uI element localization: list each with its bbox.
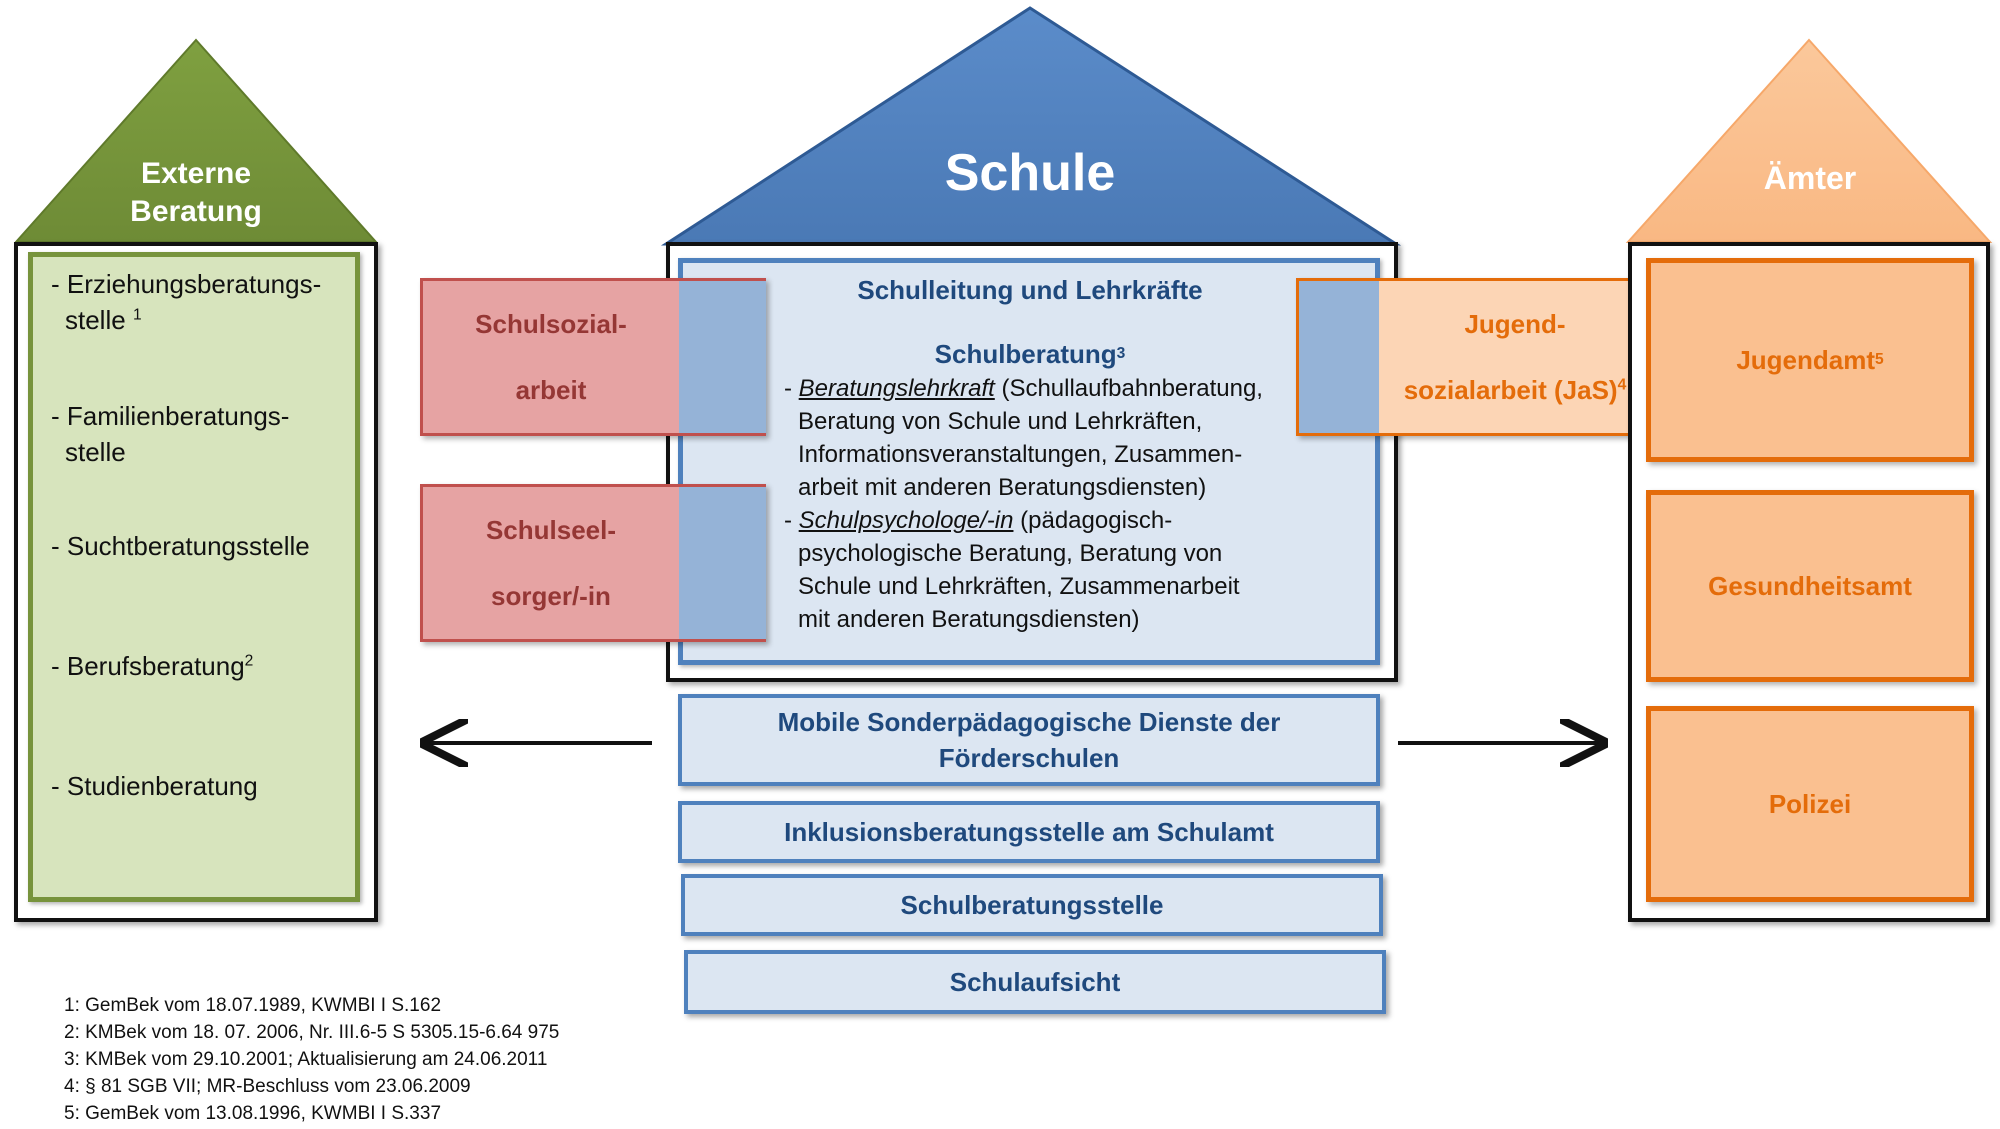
box-label-line: sozialarbeit (JaS) — [1403, 375, 1618, 405]
schulaufsicht-bar: Schulaufsicht — [684, 950, 1386, 1014]
item-bullet: - — [784, 375, 799, 402]
right-roof — [1625, 38, 1993, 243]
schulseelsorger-box: Schulseel- sorger/-in — [420, 484, 766, 642]
item-bullet: - — [784, 507, 799, 534]
item-text: mit anderen Beratungsdiensten) — [798, 606, 1140, 633]
amt-label: Jugendamt — [1736, 344, 1875, 375]
footnotes: 1: GemBek vom 18.07.1989, KWMBI I S.162 … — [64, 992, 559, 1127]
box-label-line: Schulsozial- — [475, 309, 627, 339]
footnote-ref: 2 — [244, 652, 254, 670]
center-roof — [660, 6, 1402, 246]
box-label-line: Jugend- — [1464, 309, 1566, 339]
list-item-berufsberatung: - Berufsberatung2 — [51, 648, 253, 684]
list-item-text: - Familienberatungs- — [51, 401, 290, 431]
list-item-text: stelle — [65, 437, 126, 467]
bar-label-line: Mobile Sonderpädagogische Dienste der — [777, 707, 1281, 737]
item-term: Beratungslehrkraft — [798, 375, 995, 402]
bar-label-line: Förderschulen — [938, 743, 1120, 773]
list-item-text: - Erziehungsberatungs- — [51, 269, 322, 299]
overlap-strip — [679, 487, 766, 639]
center-roof-title: Schule — [944, 143, 1116, 202]
list-item-text: - Berufsberatung — [51, 651, 245, 681]
footnote-ref: 4 — [1617, 376, 1627, 394]
list-item-text: - Suchtberatungsstelle — [51, 531, 310, 561]
item-text: psychologische Beratung, Beratung von — [798, 540, 1223, 567]
schulsozialarbeit-box: Schulsozial- arbeit — [420, 278, 766, 436]
footnote: 3: KMBek vom 29.10.2001; Aktualisierung … — [64, 1049, 548, 1070]
item-text: Beratung von Schule und Lehrkräften, — [798, 408, 1203, 435]
left-house-panel — [28, 252, 360, 902]
list-item-text: - Studienberatung — [51, 771, 258, 801]
item-text: (pädagogisch- — [1013, 507, 1173, 534]
bar-label: Schulaufsicht — [949, 966, 1121, 997]
overlap-strip — [679, 281, 766, 433]
bar-label: Schulberatungsstelle — [900, 889, 1164, 920]
schulsozialarbeit-label: Schulsozial- arbeit — [423, 281, 679, 433]
footnote: 1: GemBek vom 18.07.1989, KWMBI I S.162 — [64, 995, 442, 1016]
schulseelsorger-label: Schulseel- sorger/-in — [423, 487, 679, 639]
right-roof-title: Ämter — [1763, 160, 1857, 196]
box-label-line: arbeit — [515, 375, 587, 405]
item-text: arbeit mit anderen Beratungsdiensten) — [798, 474, 1207, 501]
polizei-box: Polizei — [1646, 706, 1974, 902]
center-subheading-text: Schulberatung — [934, 338, 1117, 369]
item-text: Informationsveranstaltungen, Zusammen- — [798, 441, 1243, 468]
inklusionsberatungsstelle-bar: Inklusionsberatungsstelle am Schulamt — [678, 801, 1380, 863]
list-item-familienberatung: - Familienberatungs- stelle — [51, 398, 289, 470]
bar-label: Inklusionsberatungsstelle am Schulamt — [784, 816, 1274, 847]
item-text: (Schullaufbahnberatung, — [994, 375, 1263, 402]
box-label-line: Schulseel- — [485, 515, 617, 545]
left-roof-title: Externe Beratung — [96, 155, 296, 230]
footnote: 4: § 81 SGB VII; MR-Beschluss vom 23.06.… — [64, 1076, 471, 1097]
list-item-erziehungsberatung: - Erziehungsberatungs- stelle 1 — [51, 266, 321, 338]
footnote: 2: KMBek vom 18. 07. 2006, Nr. III.6-5 S… — [64, 1022, 560, 1043]
list-item-studienberatung: - Studienberatung — [51, 768, 258, 804]
item-text: Schule und Lehrkräften, Zusammenarbeit — [798, 573, 1240, 600]
item-term: Schulpsychologe/-in — [798, 507, 1014, 534]
gesundheitsamt-box: Gesundheitsamt — [1646, 490, 1974, 682]
amt-label: Polizei — [1768, 788, 1852, 819]
left-roof-title-line1: Externe — [140, 157, 252, 190]
left-roof-title-line2: Beratung — [130, 194, 262, 228]
footnote: 5: GemBek vom 13.08.1996, KWMBI I S.337 — [64, 1103, 442, 1124]
overlap-strip — [1299, 281, 1379, 433]
center-heading: Schulleitung und Lehrkräfte — [857, 274, 1203, 305]
footnote-ref: 1 — [132, 306, 142, 324]
beratungslehrkraft-text: - Beratungslehrkraft (Schullaufbahnberat… — [784, 372, 1304, 636]
amt-label: Gesundheitsamt — [1708, 570, 1912, 601]
schulberatungsstelle-bar: Schulberatungsstelle — [681, 874, 1383, 936]
list-item-text: stelle — [65, 305, 126, 335]
box-label-line: sorger/-in — [491, 581, 611, 611]
mobile-sonderpaedagogische-dienste-bar: Mobile Sonderpädagogische Dienste der Fö… — [678, 694, 1380, 786]
list-item-suchtberatung: - Suchtberatungsstelle — [51, 528, 310, 564]
center-house-panel — [678, 258, 1380, 665]
jugendsozialarbeit-label: Jugend- sozialarbeit (JaS)4 — [1379, 281, 1651, 433]
